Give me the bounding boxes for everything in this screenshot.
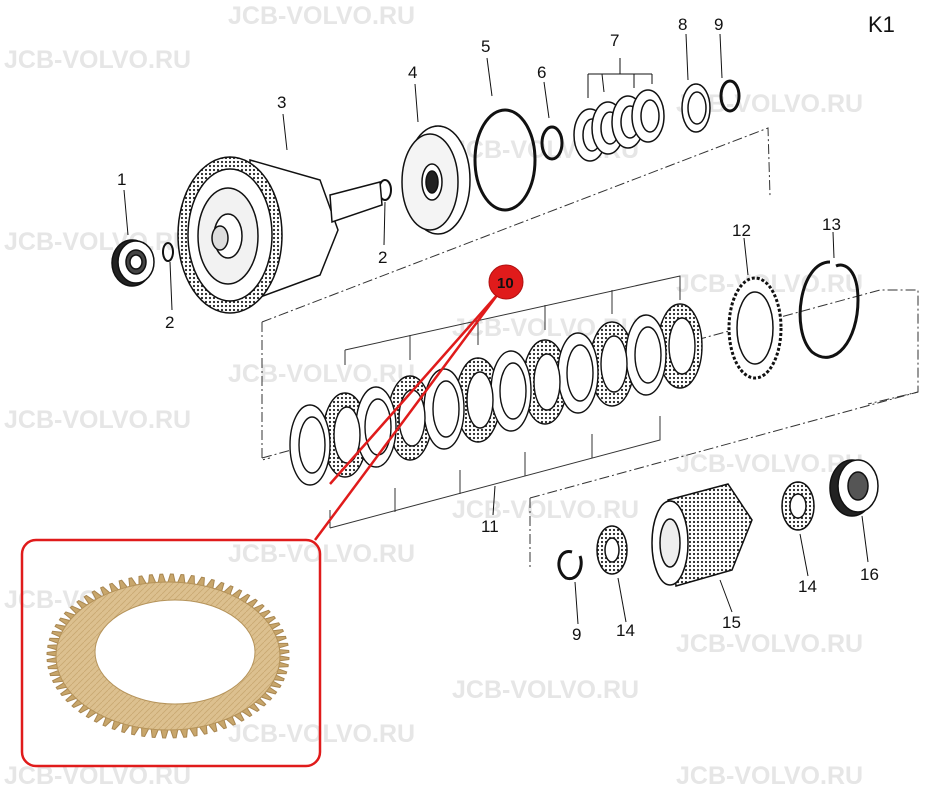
label-part-16: 16 <box>860 565 879 584</box>
part-4-piston <box>401 125 471 235</box>
label-part-13: 13 <box>822 215 841 234</box>
friction-plate-detail <box>46 573 290 739</box>
highlight-callout: 10 <box>20 264 524 768</box>
watermark-18: JCB-VOLVO.RU <box>676 762 863 785</box>
label-part-4: 4 <box>408 63 417 82</box>
watermark-9: JCB-VOLVO.RU <box>4 406 191 434</box>
callout-number: 10 <box>497 275 514 292</box>
watermark-14: JCB-VOLVO.RU <box>676 630 863 658</box>
watermark-16: JCB-VOLVO.RU <box>228 720 415 748</box>
watermark-8: JCB-VOLVO.RU <box>228 360 415 388</box>
label-part-1: 1 <box>117 170 126 189</box>
detail-inset-frame <box>20 538 322 768</box>
label-part-5: 5 <box>481 37 490 56</box>
part-2-snap-ring-a <box>162 242 174 262</box>
friction-plate-bore <box>94 599 256 705</box>
part-3-gear-drum <box>177 156 383 314</box>
part-5-seal-ring <box>473 108 537 212</box>
part-14-needle-bearing-left <box>596 525 628 575</box>
part-13-retaining-ring <box>798 260 860 359</box>
part-8-washer <box>681 83 711 133</box>
label-part-2-b: 2 <box>378 248 387 267</box>
watermark-12: JCB-VOLVO.RU <box>228 540 415 568</box>
part-14-needle-bearing-right <box>781 481 815 531</box>
label-part-8: 8 <box>678 15 687 34</box>
callout-pointer-line <box>329 293 499 485</box>
page-label: K1 <box>868 12 895 37</box>
part-7-spring-washers <box>573 89 665 162</box>
part-9-snap-ring-upper <box>719 79 741 113</box>
label-part-14-right: 14 <box>798 577 817 596</box>
leader-lines <box>123 33 869 625</box>
watermark-10: JCB-VOLVO.RU <box>676 450 863 478</box>
label-part-2-a: 2 <box>165 313 174 332</box>
part-12-steel-plate <box>727 276 783 380</box>
watermark-1: JCB-VOLVO.RU <box>228 2 415 30</box>
callout-leader-line <box>313 293 500 541</box>
part-9-snap-ring-lower <box>557 550 583 581</box>
watermark-17: JCB-VOLVO.RU <box>4 762 191 785</box>
label-part-14-left: 14 <box>616 621 635 640</box>
label-part-9-lower: 9 <box>572 625 581 644</box>
label-part-6: 6 <box>537 63 546 82</box>
label-part-3: 3 <box>277 93 286 112</box>
part-16-bearing <box>829 459 879 517</box>
watermark-11: JCB-VOLVO.RU <box>452 496 639 524</box>
assembly-outline <box>261 127 919 570</box>
callout-badge[interactable] <box>488 264 524 300</box>
label-part-12: 12 <box>732 221 751 240</box>
watermark-5: JCB-VOLVO.RU <box>4 228 191 256</box>
label-part-15: 15 <box>722 613 741 632</box>
watermark-2: JCB-VOLVO.RU <box>4 46 191 74</box>
part-6-ring <box>540 125 564 161</box>
label-part-9-upper: 9 <box>714 15 723 34</box>
part-15-gear-shaft <box>651 483 753 587</box>
part-1-bearing <box>111 239 155 287</box>
label-part-7: 7 <box>610 31 619 50</box>
label-part-11: 11 <box>481 517 499 536</box>
part-number-labels: 1 2 2 3 4 5 6 7 8 9 11 12 13 9 14 14 15 … <box>117 15 879 644</box>
watermark-15: JCB-VOLVO.RU <box>452 676 639 704</box>
